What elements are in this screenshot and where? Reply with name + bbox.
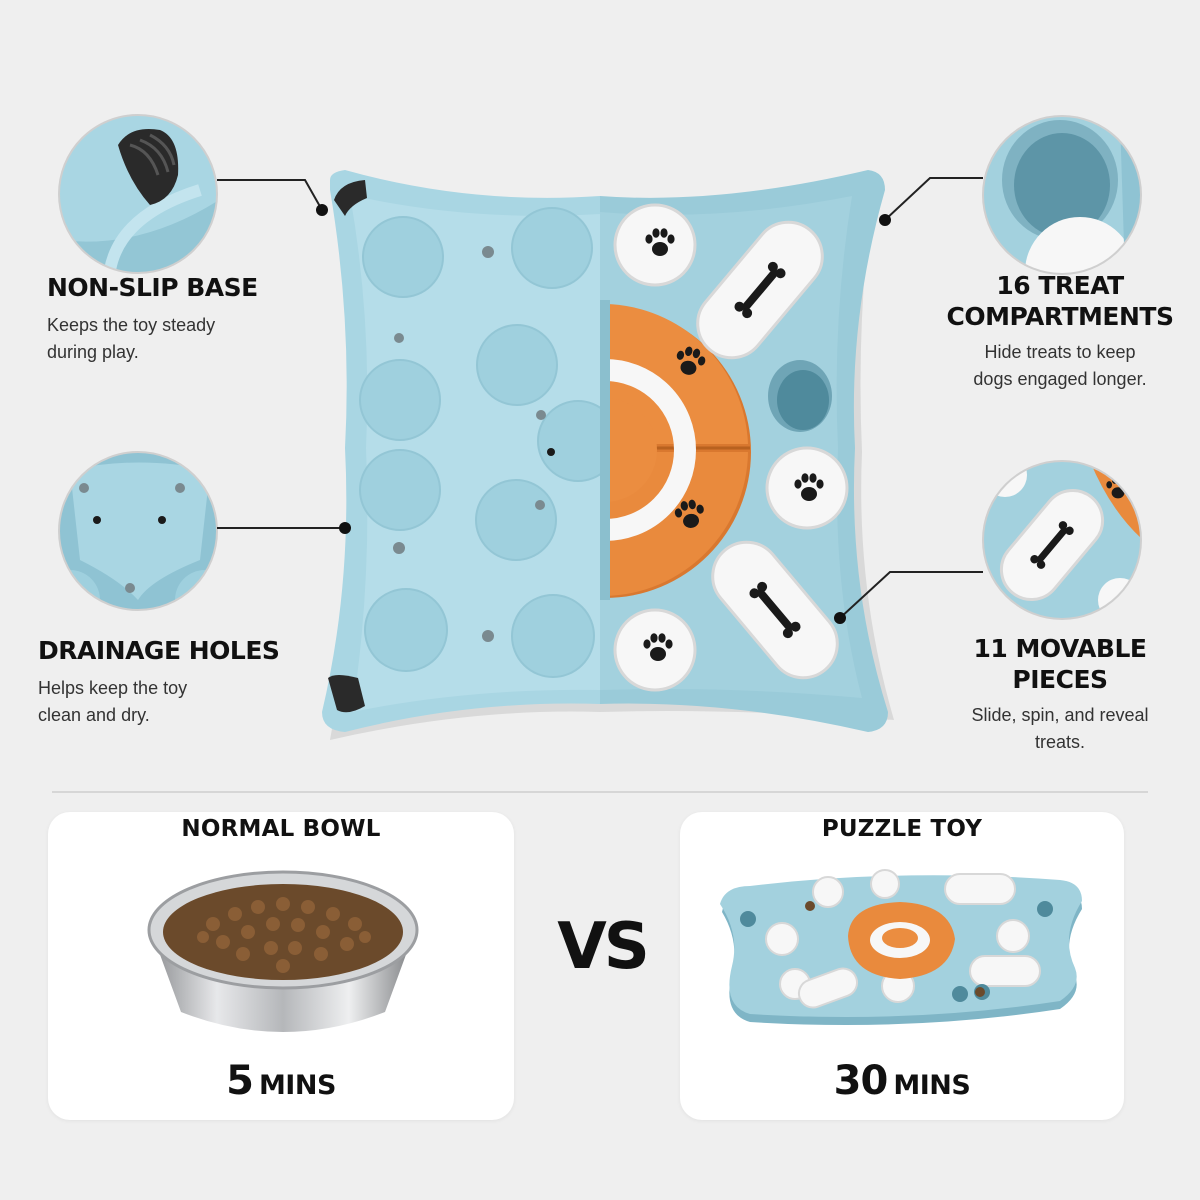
drainage-detail [59, 452, 217, 610]
feature-desc-line-1: Keeps the toy steady [47, 315, 216, 335]
feature-desc-line-2: treats. [1034, 732, 1086, 752]
feature-treat-compartments: 16 TREAT COMPARTMENTS Hide treats to kee… [940, 270, 1180, 393]
feature-movable-pieces: 11 MOVABLE PIECES Slide, spin, and revea… [940, 633, 1180, 756]
time-value: 5 [226, 1058, 254, 1104]
feature-desc-line-1: Hide treats to keep [984, 342, 1136, 362]
non-slip-detail [59, 115, 217, 273]
feature-drainage: DRAINAGE HOLES Helps keep the toy clean … [38, 635, 308, 729]
feature-desc-line-1: Helps keep the toy [38, 678, 188, 698]
vs-label: VS [557, 910, 650, 984]
time-value: 30 [833, 1058, 889, 1104]
treat-compartment-detail [983, 116, 1141, 274]
feature-non-slip: NON-SLIP BASE Keeps the toy steady durin… [47, 272, 307, 366]
toy-illustration [58, 114, 1142, 740]
time-unit: MINS [893, 1070, 971, 1101]
non-slip-pad-icon [334, 180, 367, 216]
feature-title-line-1: 11 MOVABLE [973, 634, 1147, 663]
non-slip-pad-icon [328, 675, 365, 713]
feature-desc-line-2: dogs engaged longer. [973, 369, 1147, 389]
feature-title-line-1: 16 TREAT [996, 271, 1124, 300]
panel-title: NORMAL BOWL [181, 816, 381, 842]
feature-title: DRAINAGE HOLES [38, 636, 280, 665]
feature-title: NON-SLIP BASE [47, 273, 258, 302]
section-divider [52, 791, 1148, 793]
panel-title: PUZZLE TOY [821, 816, 983, 842]
time-unit: MINS [258, 1070, 336, 1101]
steel-bowl-image [147, 870, 419, 1032]
feature-desc-line-2: clean and dry. [38, 705, 150, 725]
feature-title-line-2: PIECES [1012, 665, 1108, 694]
puzzle-toy-image [720, 869, 1082, 1026]
feature-title-line-2: COMPARTMENTS [946, 302, 1174, 331]
feature-desc-line-2: during play. [47, 342, 139, 362]
feature-desc-line-1: Slide, spin, and reveal [971, 705, 1149, 725]
